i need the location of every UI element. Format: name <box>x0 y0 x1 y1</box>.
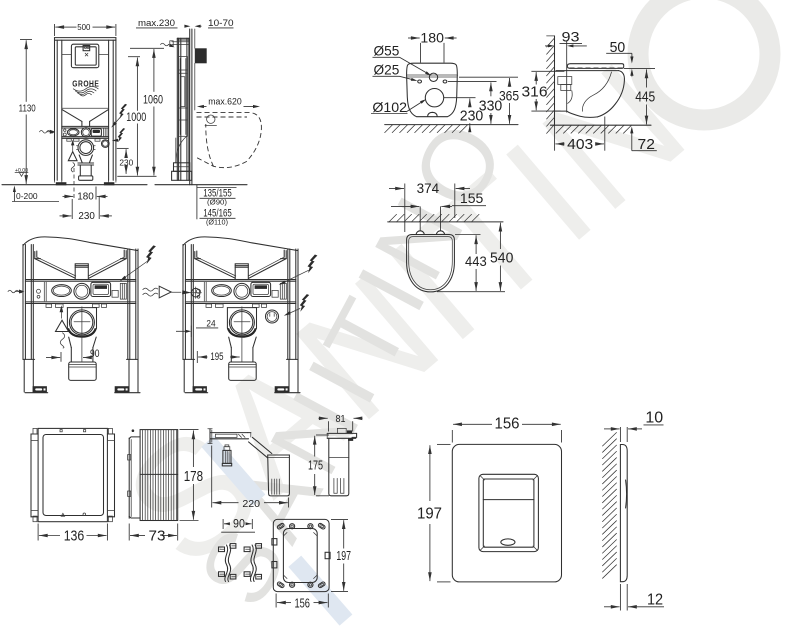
svg-text:180: 180 <box>420 29 444 45</box>
svg-text:Ø102: Ø102 <box>372 99 407 115</box>
svg-text:10: 10 <box>645 409 663 426</box>
svg-text:0-200: 0-200 <box>16 191 38 201</box>
svg-text:197: 197 <box>417 506 442 523</box>
svg-text:135/155: 135/155 <box>203 187 231 199</box>
svg-text:Ø55: Ø55 <box>374 43 400 59</box>
svg-text:330: 330 <box>479 98 503 114</box>
svg-text:445: 445 <box>635 89 655 106</box>
svg-text:+0.00: +0.00 <box>15 168 28 174</box>
svg-text:403: 403 <box>567 136 593 153</box>
svg-text:197: 197 <box>336 549 351 563</box>
svg-text:180: 180 <box>77 192 94 203</box>
svg-text:178: 178 <box>184 468 203 485</box>
svg-text:220: 220 <box>242 498 260 510</box>
svg-text:72: 72 <box>638 136 655 153</box>
svg-text:1060: 1060 <box>143 93 163 107</box>
svg-text:24: 24 <box>206 318 215 328</box>
svg-text:90: 90 <box>233 518 245 530</box>
svg-text:230: 230 <box>119 157 133 167</box>
svg-text:Ø25: Ø25 <box>374 62 400 78</box>
svg-text:93: 93 <box>562 28 580 44</box>
svg-text:230: 230 <box>78 211 95 222</box>
svg-text:365: 365 <box>499 88 519 103</box>
svg-text:12: 12 <box>647 591 663 608</box>
svg-text:156: 156 <box>495 416 520 433</box>
svg-text:155: 155 <box>460 190 484 206</box>
svg-text:81: 81 <box>336 413 346 425</box>
svg-text:316: 316 <box>522 84 548 100</box>
svg-text:136: 136 <box>64 527 85 544</box>
svg-text:1000: 1000 <box>126 110 146 124</box>
svg-text:500: 500 <box>77 22 91 32</box>
svg-text:145/165: 145/165 <box>203 207 231 219</box>
svg-text:50: 50 <box>610 39 626 56</box>
svg-text:(Ø90): (Ø90) <box>207 198 228 207</box>
svg-text:max.230: max.230 <box>138 18 175 29</box>
svg-text:1130: 1130 <box>19 103 36 115</box>
svg-text:443: 443 <box>465 254 487 269</box>
svg-text:90: 90 <box>90 348 100 360</box>
svg-text:max.620: max.620 <box>208 96 241 107</box>
svg-text:73: 73 <box>149 527 166 544</box>
svg-text:10-70: 10-70 <box>208 18 234 29</box>
svg-text:230: 230 <box>460 109 484 125</box>
svg-text:540: 540 <box>490 251 513 267</box>
svg-text:195: 195 <box>210 351 223 363</box>
svg-text:156: 156 <box>294 595 310 610</box>
svg-text:(Ø110): (Ø110) <box>206 218 228 227</box>
svg-text:175: 175 <box>308 458 323 472</box>
svg-text:GROHE: GROHE <box>72 78 99 88</box>
svg-text:374: 374 <box>417 180 440 196</box>
